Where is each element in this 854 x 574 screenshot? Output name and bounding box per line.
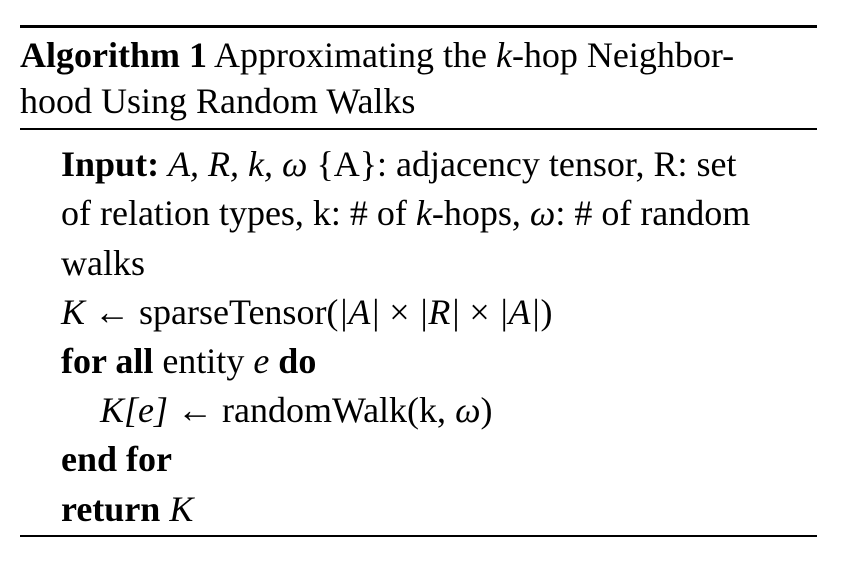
- input-desc-omega: ω: [529, 193, 556, 233]
- assign-arrow: ←: [85, 292, 140, 332]
- assign-close: ): [540, 292, 553, 332]
- input-line-2: of relation types, k: # of k-hops, ω: # …: [61, 190, 750, 236]
- algorithm-label: Algorithm 1: [20, 35, 207, 75]
- inner-var: K: [100, 390, 125, 430]
- assign-arg-1: |A|: [338, 292, 381, 332]
- step-assign: K ← sparseTensor(|A| × |R| × |A|): [61, 289, 552, 335]
- input-vars: A, R, k, ω: [168, 144, 308, 184]
- step-inner: K[e] ← randomWalk(k, ω): [100, 387, 492, 433]
- bottom-rule: [20, 535, 817, 537]
- input-line-3: walks: [61, 240, 145, 286]
- step-return: return K: [61, 486, 193, 532]
- caption-text-1: Approximating the: [214, 35, 496, 75]
- inner-omega: ω: [455, 390, 481, 430]
- top-rule: [20, 25, 817, 28]
- assign-times-1: ×: [380, 292, 419, 332]
- input-desc-1: : adjacency tensor, R: set: [377, 144, 737, 184]
- input-desc-2b: -hops,: [431, 193, 530, 233]
- assign-var: K: [61, 292, 86, 332]
- return-var: K: [160, 489, 194, 529]
- input-brace-close: }: [359, 144, 378, 184]
- input-brace-open: {: [307, 144, 334, 184]
- for-var: e: [253, 341, 270, 381]
- input-desc-2c: : # of random: [555, 193, 751, 233]
- do-keyword: do: [269, 341, 317, 381]
- algorithm-caption: Algorithm 1 Approximating the k-hop Neig…: [20, 32, 820, 124]
- input-desc-k: k: [415, 193, 432, 233]
- inner-close: ): [480, 390, 493, 430]
- return-keyword: return: [61, 489, 161, 529]
- caption-k: k: [495, 35, 512, 75]
- input-line-1: Input: A, R, k, ω {A}: adjacency tensor,…: [61, 141, 736, 187]
- assign-times-2: ×: [460, 292, 499, 332]
- input-desc-2a: of relation types, k: # of: [61, 193, 416, 233]
- caption-text-3: hood Using Random Walks: [20, 81, 416, 121]
- input-desc-3: walks: [61, 243, 145, 283]
- caption-text-2: -hop Neighbor-: [511, 35, 735, 75]
- step-endfor: end for: [61, 436, 172, 482]
- assign-arg-2: |R|: [418, 292, 461, 332]
- endfor-keyword: end for: [61, 439, 172, 479]
- assign-arg-3: |A|: [498, 292, 541, 332]
- inner-index: [e]: [124, 390, 169, 430]
- assign-func: sparseTensor(: [139, 292, 339, 332]
- step-for: for all entity e do: [61, 338, 316, 384]
- for-keyword: for all: [61, 341, 154, 381]
- input-brace-content: A: [333, 144, 360, 184]
- for-text: entity: [153, 341, 254, 381]
- mid-rule: [20, 128, 817, 130]
- inner-call: randomWalk(k,: [222, 390, 456, 430]
- input-keyword: Input:: [61, 144, 160, 184]
- inner-arrow: ←: [168, 390, 223, 430]
